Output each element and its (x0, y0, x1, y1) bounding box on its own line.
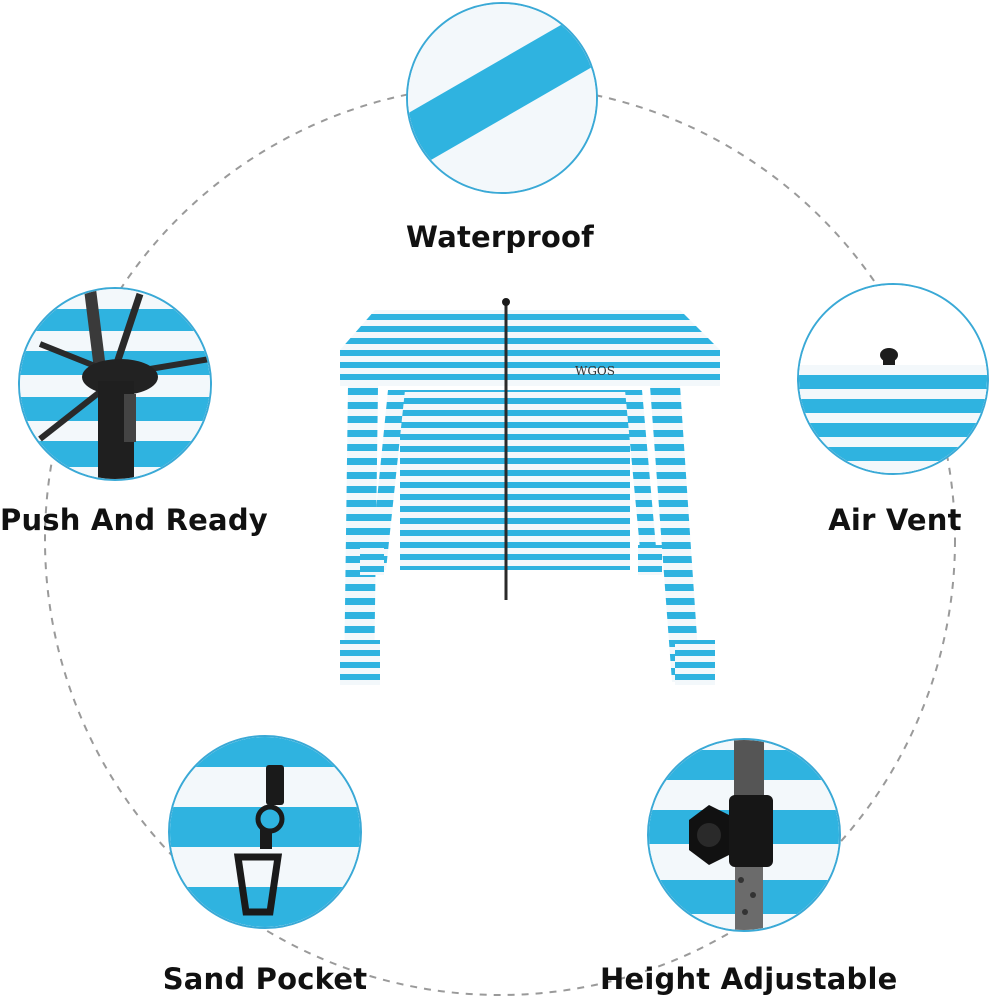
height-adjustable-caption: Height Adjustable (600, 962, 898, 996)
beach-cabana-image: WGOS (340, 298, 720, 685)
waterproof-caption: Waterproof (406, 220, 594, 254)
push-and-ready-caption: Push And Ready (0, 503, 268, 537)
brand-mark: WGOS (575, 364, 615, 378)
waterproof-closeup-image (406, 2, 598, 194)
roof-vent-closeup-icon (799, 285, 987, 473)
pole-knob-closeup-icon (649, 740, 839, 930)
striped-fabric-closeup-icon (408, 4, 596, 192)
height-adjustable-closeup-image (647, 738, 841, 932)
sand-pocket-caption: Sand Pocket (162, 962, 368, 996)
sand-pocket-closeup-image (168, 735, 362, 929)
air-vent-caption: Air Vent (828, 503, 962, 537)
air-vent-closeup-image (797, 283, 989, 475)
strap-buckle-closeup-icon (170, 737, 360, 927)
hub-mechanism-closeup-icon (20, 289, 210, 479)
push-and-ready-closeup-image (18, 287, 212, 481)
